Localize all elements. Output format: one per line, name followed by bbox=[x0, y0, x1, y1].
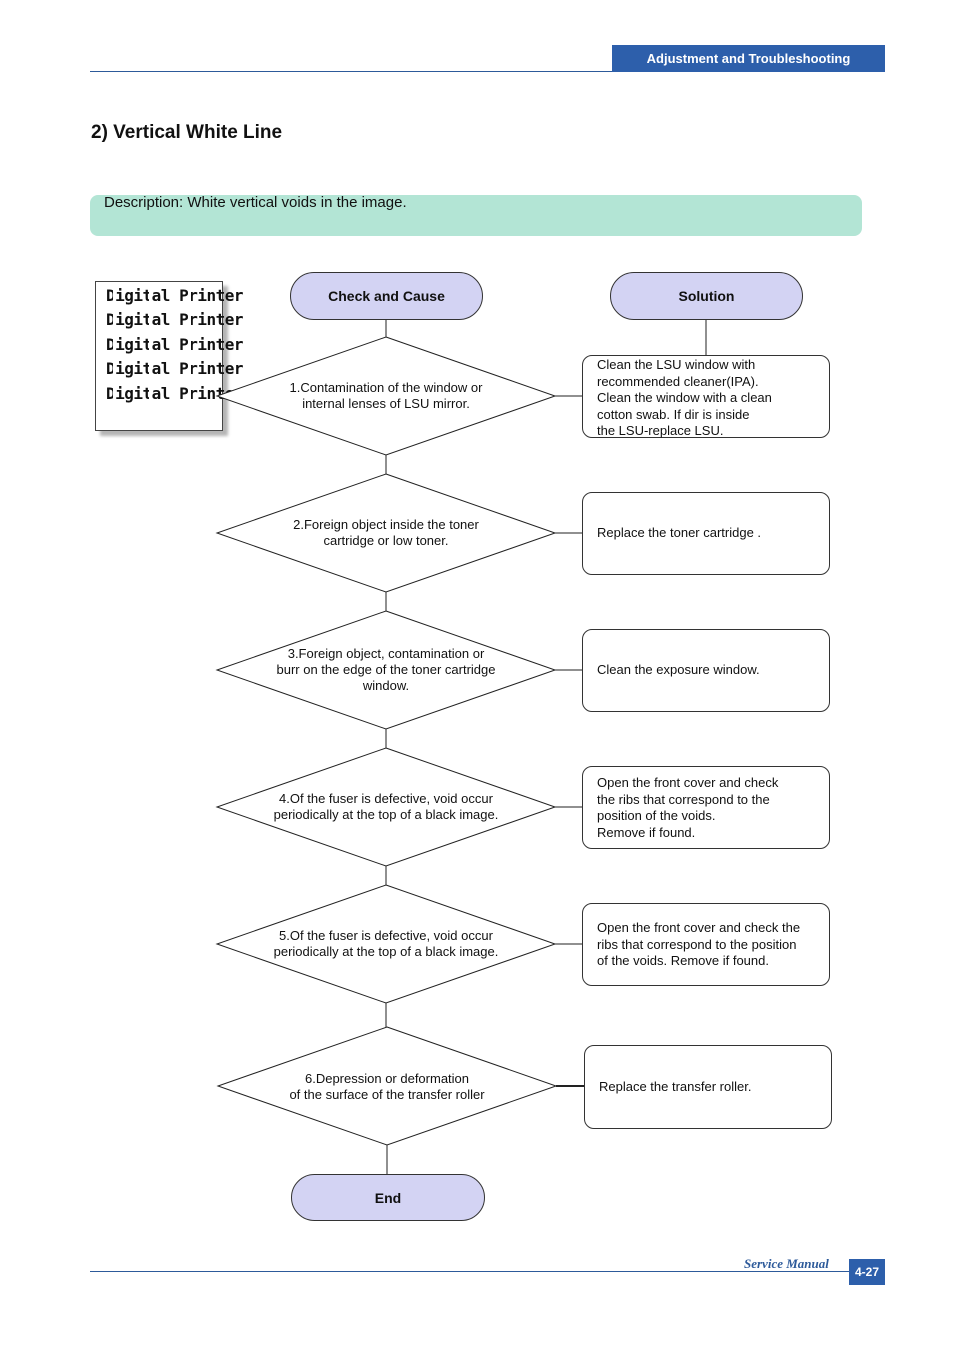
description-box: Description: White vertical voids in the… bbox=[90, 195, 862, 236]
page-number: 4-27 bbox=[849, 1259, 885, 1285]
header-rule bbox=[90, 71, 885, 72]
end-terminal: End bbox=[291, 1174, 485, 1221]
check-step-2: 2.Foreign object inside the toner cartri… bbox=[293, 517, 479, 548]
solution-box-5: Open the front cover and check the ribs … bbox=[582, 903, 830, 986]
white-void-stripe bbox=[149, 282, 152, 430]
sample-print-line: Digital Printer bbox=[106, 384, 244, 403]
solution-header: Solution bbox=[610, 272, 803, 320]
check-step-5: 5.Of the fuser is defective, void occur … bbox=[273, 928, 499, 959]
decision-diamond bbox=[215, 747, 557, 867]
check-step-6: 6.Depression or deformation of the surfa… bbox=[289, 1071, 485, 1102]
decision-diamond bbox=[215, 473, 557, 593]
description-text: Description: White vertical voids in the… bbox=[104, 194, 407, 211]
white-void-stripe bbox=[188, 282, 191, 430]
decision-diamond bbox=[215, 336, 557, 456]
white-void-stripe bbox=[113, 282, 116, 430]
solution-box-3: Clean the exposure window. bbox=[582, 629, 830, 712]
solution-text-6: Replace the transfer roller. bbox=[599, 1079, 752, 1094]
page-title: 2) Vertical White Line bbox=[91, 122, 283, 143]
sample-print-line: Digital Printer bbox=[106, 310, 244, 329]
decision-diamond bbox=[215, 884, 557, 1004]
check-and-cause-header: Check and Cause bbox=[290, 272, 483, 320]
section-tab: Adjustment and Troubleshooting bbox=[612, 45, 885, 72]
solution-box-2: Replace the toner cartridge . bbox=[582, 492, 830, 575]
solution-box-1: Clean the LSU window with recommended cl… bbox=[582, 355, 830, 438]
sample-print-line: Digital Printer bbox=[106, 335, 244, 354]
solution-box-6: Replace the transfer roller. bbox=[584, 1045, 832, 1129]
sample-print-image: Digital Printer Digital Printer Digital … bbox=[95, 281, 244, 431]
check-step-4: 4.Of the fuser is defective, void occur … bbox=[273, 791, 499, 822]
sample-print-line: Digital Printer bbox=[106, 286, 244, 305]
solution-text-4: Open the front cover and check the ribs … bbox=[597, 775, 779, 840]
solution-text-1: Clean the LSU window with recommended cl… bbox=[597, 357, 772, 438]
check-step-1: 1.Contamination of the window or interna… bbox=[289, 380, 483, 411]
solution-text-5: Open the front cover and check the ribs … bbox=[597, 920, 801, 968]
decision-diamond bbox=[215, 610, 557, 730]
service-manual-label: Service Manual bbox=[744, 1256, 829, 1271]
sample-print-line: Digital Printer bbox=[106, 359, 244, 378]
solution-box-4: Open the front cover and check the ribs … bbox=[582, 766, 830, 849]
solution-text-2: Replace the toner cartridge . bbox=[597, 525, 762, 540]
decision-diamond bbox=[216, 1026, 558, 1146]
footer-rule bbox=[90, 1271, 850, 1272]
check-step-3: 3.Foreign object, contamination or burr … bbox=[276, 646, 496, 693]
solution-text-3: Clean the exposure window. bbox=[597, 662, 760, 677]
